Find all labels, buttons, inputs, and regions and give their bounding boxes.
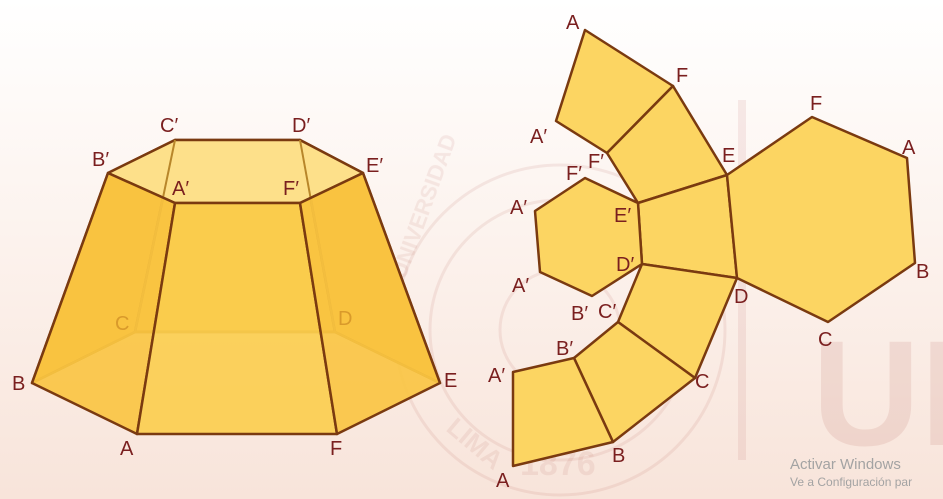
activation-subtitle: Ve a Configuración par xyxy=(790,475,913,489)
net-hex-large-label-f: F xyxy=(810,93,822,115)
label-f: F xyxy=(330,438,342,460)
net-base-hexagon xyxy=(725,115,917,324)
net-hex-large-label-a: A xyxy=(902,137,916,159)
net-face-ba xyxy=(511,356,615,468)
net-label-a-prime-bottom: A′ xyxy=(488,365,505,387)
net-label-c-prime: C′ xyxy=(598,301,616,323)
net-label-d-prime: D′ xyxy=(616,254,634,276)
net-label-a-bottom: A xyxy=(496,470,510,492)
label-b: B xyxy=(12,373,25,395)
hexagonal-frustum: B′ C′ D′ E′ A′ F′ C D B A F E xyxy=(12,115,457,460)
label-a: A xyxy=(120,438,134,460)
net-label-f: F xyxy=(676,65,688,87)
windows-activation-notice: Activar Windows Ve a Configuración par xyxy=(790,456,912,489)
net-label-b-prime: B′ xyxy=(556,338,573,360)
activation-title: Activar Windows xyxy=(790,456,901,473)
label-d-hidden: D xyxy=(338,308,352,330)
net-label-a-top: A xyxy=(566,12,580,34)
label-a-prime: A′ xyxy=(172,178,189,200)
net-label-b: B xyxy=(612,445,625,467)
net-label-e: E xyxy=(722,145,735,167)
net-label-f-prime: F′ xyxy=(588,151,604,173)
frustum-front-face-fe xyxy=(298,171,442,436)
label-f-prime: F′ xyxy=(283,178,299,200)
label-e-prime: E′ xyxy=(366,155,383,177)
net-hex-small-label-a-prime-lower: A′ xyxy=(512,275,529,297)
net-hex-large-label-b: B xyxy=(916,261,929,283)
watermark-letters: UN xyxy=(812,309,943,477)
label-e: E xyxy=(444,370,457,392)
label-c-prime: C′ xyxy=(160,115,178,137)
label-b-prime: B′ xyxy=(92,149,109,171)
net-label-e-prime: E′ xyxy=(614,205,631,227)
net-label-d: D xyxy=(734,286,748,308)
net-hex-small-label-b-prime: B′ xyxy=(571,303,588,325)
net-top-hexagon xyxy=(533,176,644,298)
net-hex-small-label-f-prime: F′ xyxy=(566,163,582,185)
frustum-net: A F A′ F′ E E′ D′ D C′ C B′ B A′ A F′ A′… xyxy=(488,12,929,492)
net-label-c: C xyxy=(695,371,709,393)
net-label-a-prime-top: A′ xyxy=(530,126,547,148)
net-hex-small-label-a-prime: A′ xyxy=(510,197,527,219)
net-hex-large-label-c: C xyxy=(818,329,832,351)
label-c-hidden: C xyxy=(115,313,129,335)
label-d-prime: D′ xyxy=(292,115,310,137)
